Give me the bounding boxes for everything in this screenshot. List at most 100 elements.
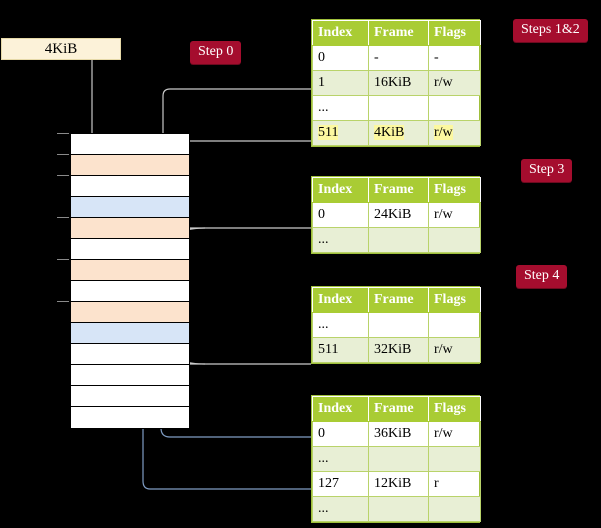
- column-header-frame: Frame: [368, 396, 429, 422]
- table-cell: ...: [312, 95, 369, 121]
- table-cell: 4KiB: [368, 120, 429, 146]
- column-header-index: Index: [312, 177, 369, 203]
- table-cell: r/w: [428, 120, 481, 146]
- memory-frame-row: [71, 218, 189, 239]
- table-cell: r/w: [428, 70, 481, 96]
- memory-frame-row: [71, 155, 189, 176]
- column-header-flags: Flags: [428, 287, 481, 313]
- table-cell: r: [428, 471, 481, 497]
- memory-frame-row: [71, 197, 189, 218]
- column-header-flags: Flags: [428, 20, 481, 46]
- table-row: ...: [312, 496, 481, 522]
- table-cell: 511: [312, 337, 369, 363]
- badge-step-4: Step 4: [516, 265, 568, 288]
- badge-step-0: Step 0: [190, 41, 242, 64]
- table-cell: [428, 312, 481, 338]
- table-cell: -: [368, 45, 429, 71]
- memory-tick: [57, 154, 69, 155]
- column-header-frame: Frame: [368, 20, 429, 46]
- physical-memory-column: [70, 133, 190, 429]
- table-cell: 511: [312, 120, 369, 146]
- memory-frame-row: [71, 323, 189, 344]
- column-header-index: Index: [312, 396, 369, 422]
- memory-tick: [57, 259, 69, 260]
- table-cell: 32KiB: [368, 337, 429, 363]
- column-header-flags: Flags: [428, 177, 481, 203]
- memory-tick: [57, 133, 69, 134]
- highlighted-value: 511: [318, 124, 339, 140]
- badge-steps-1-2: Steps 1&2: [513, 19, 588, 42]
- table-cell: 1: [312, 70, 369, 96]
- badge-step-3-label: Step 3: [529, 162, 565, 177]
- table-cell: 36KiB: [368, 421, 429, 447]
- table-row: 0--: [312, 45, 481, 71]
- table-cell: 12KiB: [368, 471, 429, 497]
- table-cell: r/w: [428, 421, 481, 447]
- table-cell: [428, 446, 481, 472]
- table-row: ...: [312, 227, 481, 253]
- table-cell: ...: [312, 496, 369, 522]
- source-frame-label: 4KiB: [44, 40, 78, 57]
- memory-tick: [57, 301, 69, 302]
- table-cell: [428, 496, 481, 522]
- memory-frame-row: [71, 407, 189, 428]
- table-cell: r/w: [428, 337, 481, 363]
- column-header-frame: Frame: [368, 287, 429, 313]
- table-cell: [368, 312, 429, 338]
- badge-steps-1-2-label: Steps 1&2: [521, 22, 580, 37]
- memory-frame-row: [71, 176, 189, 197]
- source-frame-box: 4KiB: [1, 38, 121, 60]
- memory-tick: [57, 217, 69, 218]
- table-row: ...: [312, 95, 481, 121]
- memory-frame-row: [71, 239, 189, 260]
- badge-step-3: Step 3: [521, 159, 573, 182]
- badge-step-0-label: Step 0: [198, 44, 234, 59]
- table-row: ...: [312, 446, 481, 472]
- memory-frame-row: [71, 260, 189, 281]
- table-cell: [428, 95, 481, 121]
- column-header-frame: Frame: [368, 177, 429, 203]
- memory-frame-row: [71, 344, 189, 365]
- table-row: ...: [312, 312, 481, 338]
- column-header-index: Index: [312, 20, 369, 46]
- table-cell: [368, 496, 429, 522]
- memory-tick: [57, 175, 69, 176]
- table-cell: -: [428, 45, 481, 71]
- memory-frame-row: [71, 281, 189, 302]
- table-cell: 16KiB: [368, 70, 429, 96]
- table-cell: [368, 227, 429, 253]
- memory-frame-row: [71, 302, 189, 323]
- table-cell: 127: [312, 471, 369, 497]
- table-cell: ...: [312, 312, 369, 338]
- table-cell: r/w: [428, 202, 481, 228]
- table-cell: ...: [312, 446, 369, 472]
- table-cell: 0: [312, 202, 369, 228]
- table-cell: 0: [312, 421, 369, 447]
- column-header-flags: Flags: [428, 396, 481, 422]
- memory-frame-row: [71, 365, 189, 386]
- memory-frame-row: [71, 386, 189, 407]
- table-cell: 0: [312, 45, 369, 71]
- highlighted-value: 4KiB: [374, 124, 405, 140]
- table-cell: [368, 95, 429, 121]
- table-cell: [368, 446, 429, 472]
- table-cell: ...: [312, 227, 369, 253]
- badge-step-4-label: Step 4: [524, 268, 560, 283]
- table-row: 511 4KiB r/w: [312, 120, 481, 146]
- highlighted-value: r/w: [434, 124, 453, 140]
- table-cell: 24KiB: [368, 202, 429, 228]
